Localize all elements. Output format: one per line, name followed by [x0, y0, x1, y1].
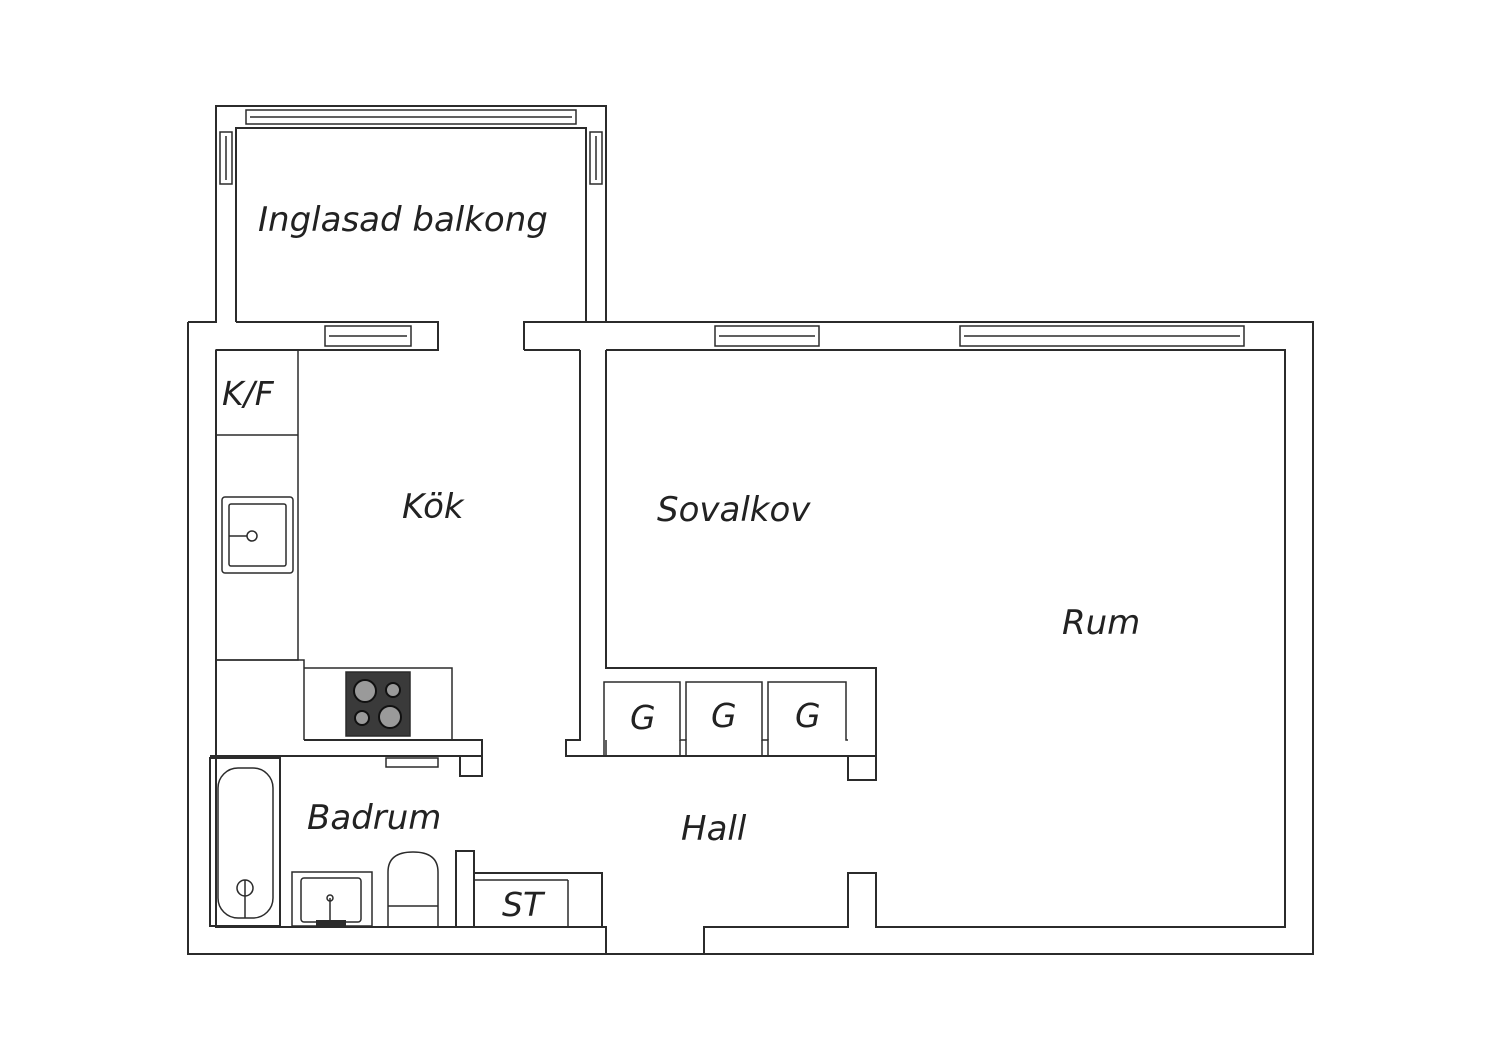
- label-wardrobe-3: G: [795, 696, 821, 735]
- label-storage: ST: [502, 885, 546, 924]
- windows: [219, 109, 1245, 347]
- kitchen-fixtures: [215, 349, 453, 740]
- label-fridge-freezer: K/F: [222, 374, 275, 413]
- stove-icon: [345, 671, 411, 737]
- bathroom-fixtures: [209, 757, 439, 927]
- label-bedroom: Sovalkov: [657, 490, 811, 530]
- label-kitchen: Kök: [402, 487, 465, 527]
- label-bathroom: Badrum: [307, 798, 441, 838]
- label-living-room: Rum: [1062, 603, 1140, 643]
- label-wardrobe-1: G: [630, 698, 656, 737]
- interior-walls: [210, 350, 877, 927]
- bathtub-icon: [209, 757, 281, 927]
- label-hall: Hall: [681, 809, 747, 849]
- room-labels: Inglasad balkong K/F Kök Sovalkov Rum Ba…: [222, 200, 1140, 924]
- washbasin-icon: [291, 871, 373, 927]
- label-wardrobe-2: G: [711, 696, 737, 735]
- label-balcony: Inglasad balkong: [258, 200, 548, 240]
- sink-icon: [221, 496, 294, 574]
- wardrobes: [603, 681, 848, 756]
- toilet-icon: [387, 851, 439, 926]
